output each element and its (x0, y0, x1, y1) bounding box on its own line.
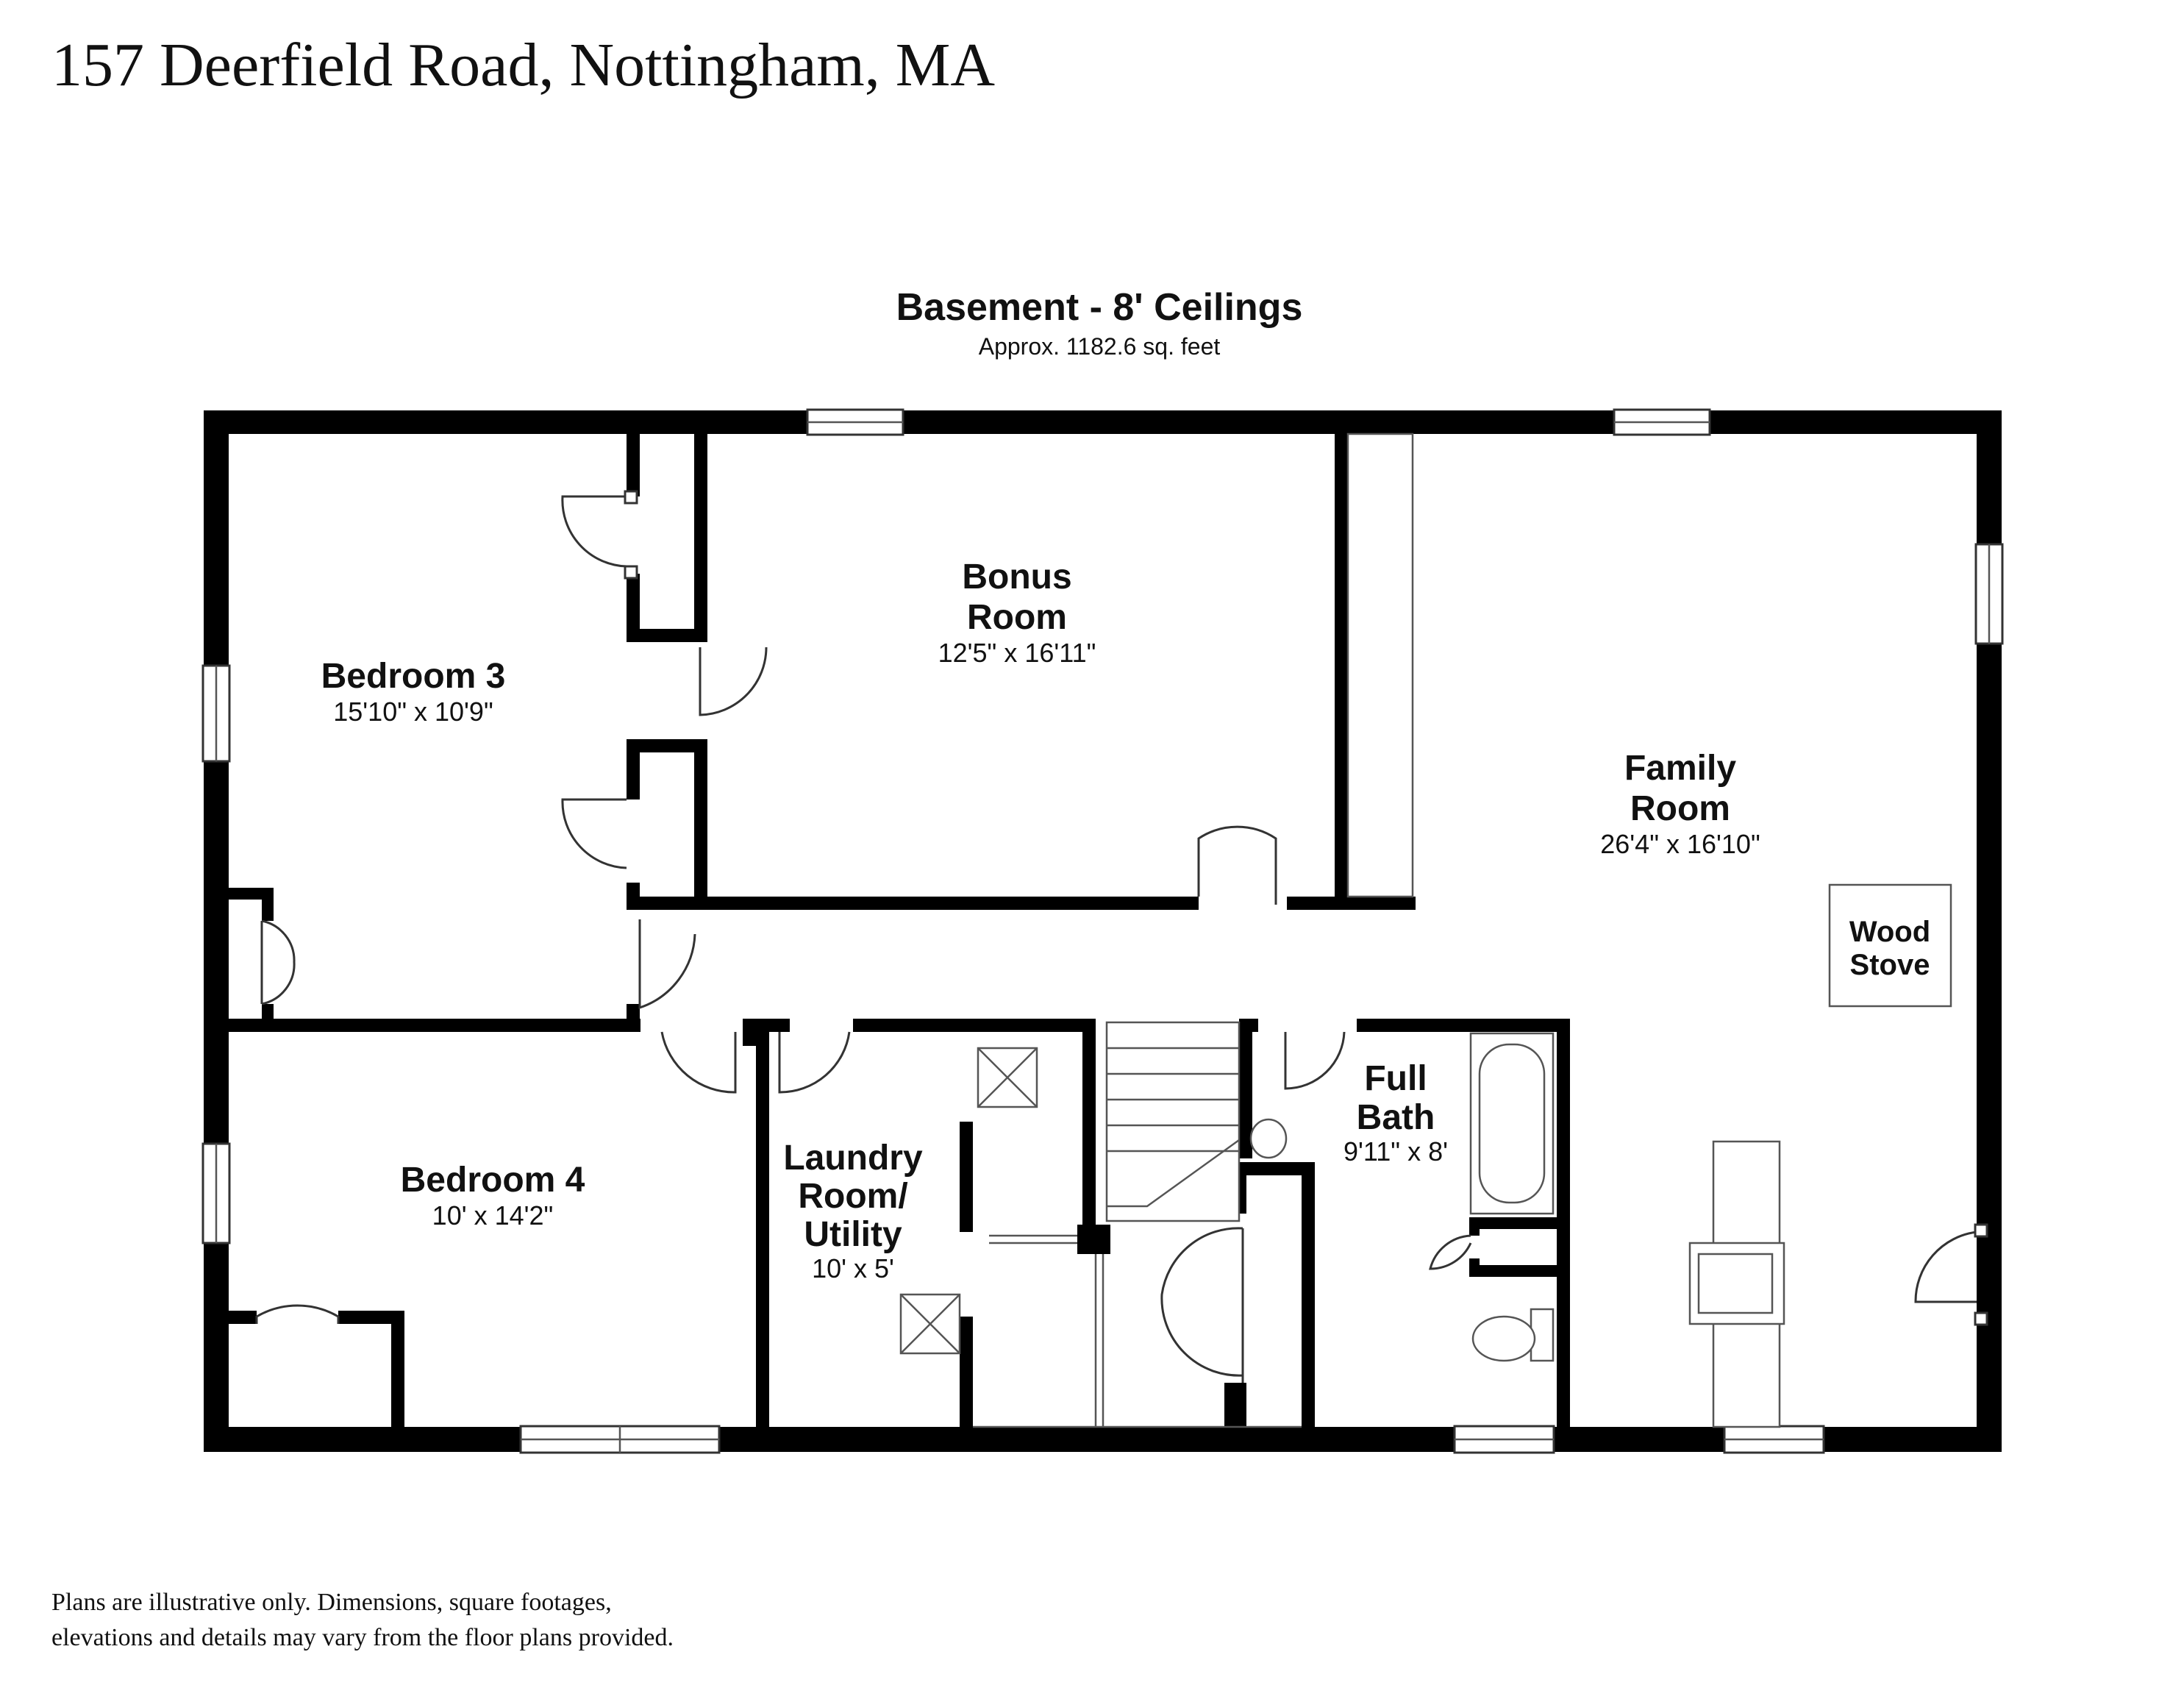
bonus-name-1: Bonus (962, 558, 1071, 597)
bath-name-1: Full (1364, 1059, 1427, 1098)
family-dims: 26'4" x 16'10" (1600, 829, 1760, 859)
laundry-dims: 10' x 5' (812, 1253, 894, 1283)
disclaimer-line-1: Plans are illustrative only. Dimensions,… (51, 1589, 612, 1616)
interior-walls (229, 432, 1570, 1427)
laundry-name-1: Laundry (783, 1139, 923, 1178)
stove-label-1: Wood (1849, 916, 1930, 948)
family-name-2: Room (1630, 789, 1730, 828)
laundry-name-2: Room/ (798, 1177, 907, 1216)
family-fixtures (1688, 883, 1952, 1428)
bedroom3-dims: 15'10" x 10'9" (333, 697, 493, 727)
laundry-name-3: Utility (804, 1215, 902, 1254)
bath-fixtures (1249, 1032, 1555, 1362)
floor-area: Approx. 1182.6 sq. feet (979, 333, 1221, 360)
bedroom4-name: Bedroom 4 (401, 1161, 585, 1200)
disclaimer: Plans are illustrative only. Dimensions,… (51, 1585, 934, 1656)
staircase (973, 1021, 1302, 1428)
property-address: 157 Deerfield Road, Nottingham, MA (51, 31, 996, 99)
family-name-1: Family (1624, 749, 1736, 788)
floor-title: Basement - 8' Ceilings (896, 286, 1303, 329)
bath-name-2: Bath (1357, 1098, 1435, 1137)
bath-dims: 9'11" x 8' (1343, 1136, 1448, 1167)
wood-stove (1828, 883, 1952, 1008)
disclaimer-line-2: elevations and details may vary from the… (51, 1624, 674, 1651)
windows (201, 408, 2004, 1454)
bedroom3-name: Bedroom 3 (321, 657, 506, 696)
laundry-machines (899, 1047, 1038, 1355)
bonus-name-2: Room (967, 598, 1067, 637)
doors (255, 490, 1988, 1383)
bonus-dims: 12'5" x 16'11" (938, 638, 1096, 668)
bedroom4-dims: 10' x 14'2" (432, 1200, 554, 1231)
stove-label-2: Stove (1850, 949, 1930, 981)
